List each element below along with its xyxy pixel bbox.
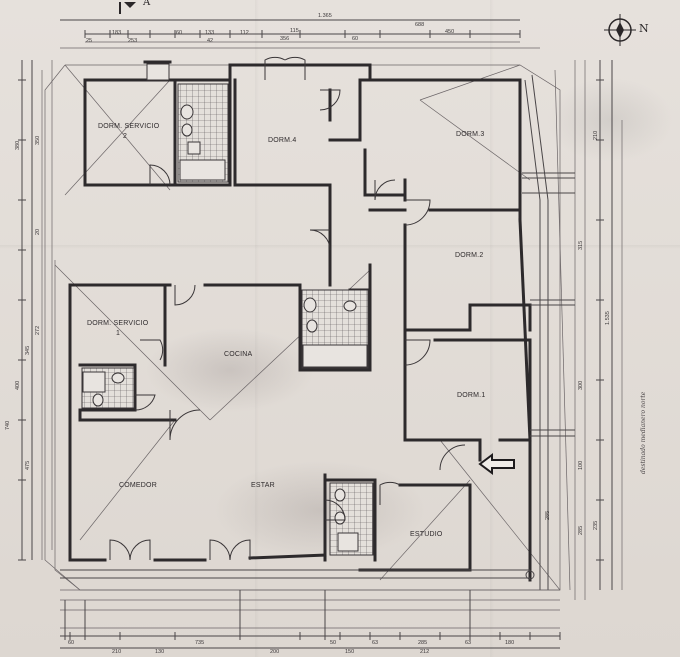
bottom-dim: 60 [68, 640, 75, 646]
top-dim: 253 [128, 38, 138, 44]
bottom-dim: 130 [155, 649, 165, 655]
left-dim: 740 [5, 420, 11, 430]
bottom-dim: 63 [372, 640, 379, 646]
right-dim: 285 [545, 510, 551, 520]
right-dim: 210 [593, 130, 599, 140]
room-label-dorm-servicio-1: DORM. SERVICIO [87, 320, 149, 327]
room-label-dorm-1: DORM.1 [457, 392, 486, 399]
room-label-dorm-3: DORM.3 [456, 131, 485, 138]
top-dim: 356 [280, 36, 290, 42]
bottom-dim: 212 [420, 649, 430, 655]
room-label-dorm-servicio-2: DORM. SERVICIO [98, 123, 160, 130]
facade-lines [60, 69, 575, 640]
north-compass-icon [604, 14, 636, 46]
top-dim: 60 [176, 30, 183, 36]
bottom-dim: 285 [418, 640, 428, 646]
left-dim: 475 [25, 460, 31, 470]
right-dim: 1.535 [605, 311, 611, 325]
bottom-dim: 200 [270, 649, 280, 655]
left-dim: 272 [35, 325, 41, 335]
right-dim: 315 [578, 240, 584, 250]
hand-note: destinado medianero norte [640, 391, 647, 474]
bottom-dim: 735 [195, 640, 205, 646]
entrance-arrow-icon [478, 453, 515, 475]
room-label-dorm-2: DORM.2 [455, 252, 484, 259]
top-dim: 115 [290, 28, 299, 34]
bottom-dim: 50 [330, 640, 337, 646]
left-dim: 20 [35, 228, 41, 235]
top-dim: 133 [205, 30, 215, 36]
room-number-dorm-servicio-1: 1 [116, 330, 121, 337]
left-dim: 345 [25, 345, 31, 355]
left-dim: 400 [15, 380, 21, 390]
top-dim: 112 [240, 30, 249, 36]
room-label-estudio: ESTUDIO [410, 531, 443, 538]
room-number-dorm-servicio-2: 2 [123, 133, 128, 140]
north-label: N [639, 22, 649, 35]
top-dim: 450 [445, 29, 455, 35]
bottom-dim: 63 [465, 640, 472, 646]
room-label-cocina: COCINA [224, 351, 253, 358]
bottom-dim: 150 [345, 649, 355, 655]
right-dim: 100 [578, 460, 584, 470]
top-dim: 25 [86, 38, 93, 44]
doors [109, 56, 466, 561]
bottom-dim: 180 [505, 640, 515, 646]
dimension-ticks [18, 30, 604, 640]
section-label: A [143, 0, 151, 8]
left-dim: 380 [15, 140, 21, 150]
top-dim: 688 [415, 22, 425, 28]
top-dim: 183 [112, 30, 122, 36]
bottom-dim: 210 [112, 649, 122, 655]
right-dim: 285 [578, 525, 584, 535]
right-dim: 300 [578, 380, 584, 390]
section-marker-icon [119, 2, 136, 14]
right-dim: 235 [593, 520, 599, 530]
room-label-dorm-4: DORM.4 [268, 137, 297, 144]
top-dim: 1.365 [318, 13, 332, 19]
room-label-estar: ESTAR [251, 482, 275, 489]
left-dim: 350 [35, 135, 41, 145]
top-dim: 60 [352, 36, 359, 42]
dimension-lines [21, 19, 623, 649]
top-dim: 42 [207, 38, 214, 44]
room-label-comedor: COMEDOR [119, 482, 157, 489]
